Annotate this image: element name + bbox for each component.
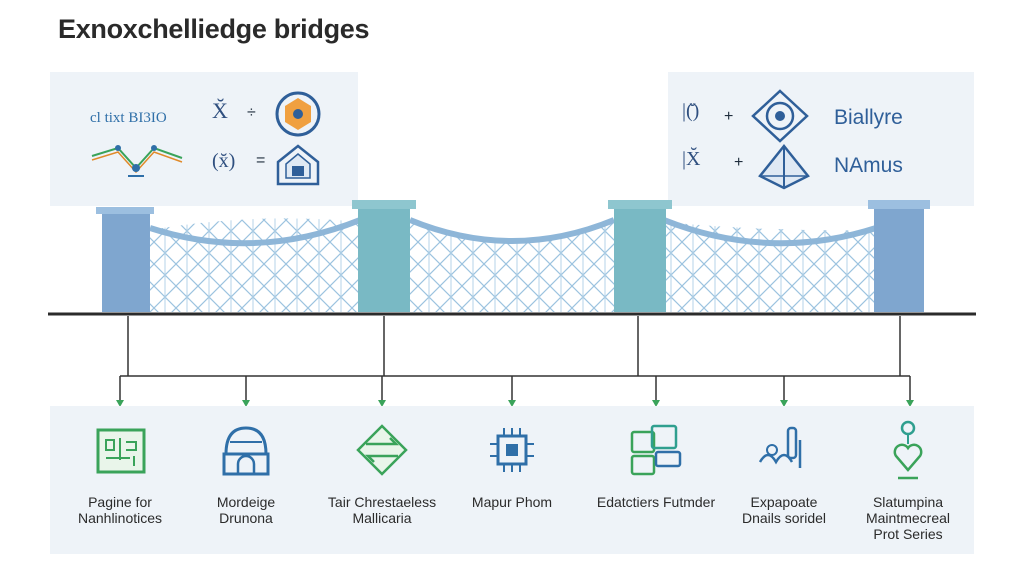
- connector-arrows: [116, 400, 914, 407]
- item-2-line2: Drunona: [219, 510, 273, 526]
- item-2-line1: Mordeige: [216, 494, 276, 510]
- item-6-line1: Expapoate: [750, 494, 818, 510]
- item-3-line1: Tair Chrestaeless: [327, 494, 437, 510]
- item-1-line2: Nanhlinotices: [77, 510, 163, 526]
- bridge-span-2: [410, 222, 614, 312]
- tower-2: [358, 209, 410, 312]
- tower-cap-3: [608, 200, 672, 209]
- circuit-board-icon: [96, 428, 146, 474]
- operator-4: +: [734, 154, 744, 171]
- tower-1: [102, 214, 150, 312]
- cable-1: [149, 217, 362, 247]
- item-4-line1: Mapur Phom: [471, 494, 553, 510]
- hexagon-badge-icon: [275, 91, 321, 137]
- tower-cap-2: [352, 200, 416, 209]
- item-7-line2: Maintmecreal: [865, 510, 951, 526]
- formula-right-1: |(̆): [682, 100, 700, 122]
- item-3-line2: Mallicaria: [352, 510, 412, 526]
- label-namus: NAmus: [834, 154, 903, 177]
- operator-3: +: [724, 108, 734, 125]
- formula-right-2: |X̆: [682, 148, 701, 170]
- item-5: Edatctiers Futmder: [586, 420, 726, 510]
- item-7-line3: Prot Series: [873, 526, 943, 542]
- cable-3: [662, 217, 877, 247]
- tower-3: [614, 209, 666, 312]
- item-5-line1: Edatctiers Futmder: [596, 494, 716, 510]
- cable-2: [408, 217, 616, 244]
- tower-cap-1: [96, 207, 154, 214]
- document-stack-icon: [630, 424, 682, 476]
- target-diamond-icon: [751, 89, 809, 143]
- pyramid-icon: [758, 143, 810, 190]
- network-logo-icon: [91, 145, 183, 177]
- chip-icon: [490, 428, 534, 472]
- operator-2: =: [256, 152, 266, 169]
- item-6-line2: Dnails soridel: [741, 510, 827, 526]
- connector-lines: [119, 316, 911, 402]
- house-icon: [276, 144, 320, 186]
- formula-left-1: X̆: [212, 98, 228, 123]
- tower-4: [874, 209, 924, 312]
- item-4: Mapur Phom: [442, 420, 582, 510]
- item-7-line1: Slatumpina: [872, 494, 944, 510]
- page-title: Exnoxchelliedge bridges: [58, 14, 370, 44]
- logo-text: cl tixt BI3IO: [90, 110, 167, 126]
- bridge-span-3: [664, 222, 876, 312]
- item-1-line1: Pagine for: [88, 494, 152, 510]
- building-dome-icon: [222, 426, 270, 476]
- exchange-arrows-icon: [356, 424, 408, 476]
- label-biallyre: Biallyre: [834, 106, 903, 129]
- left-formula-panel: cl tixt BI3IO X̆ ÷ (x̆) =: [50, 72, 358, 206]
- formula-left-2: (x̆): [212, 150, 236, 172]
- tower-cap-4: [868, 200, 930, 209]
- right-formula-panel: |(̆) + Biallyre |X̆ + NAmus: [668, 72, 974, 206]
- operator-1: ÷: [247, 104, 256, 121]
- heart-link-icon: [893, 420, 923, 480]
- lab-equipment-icon: [758, 426, 802, 468]
